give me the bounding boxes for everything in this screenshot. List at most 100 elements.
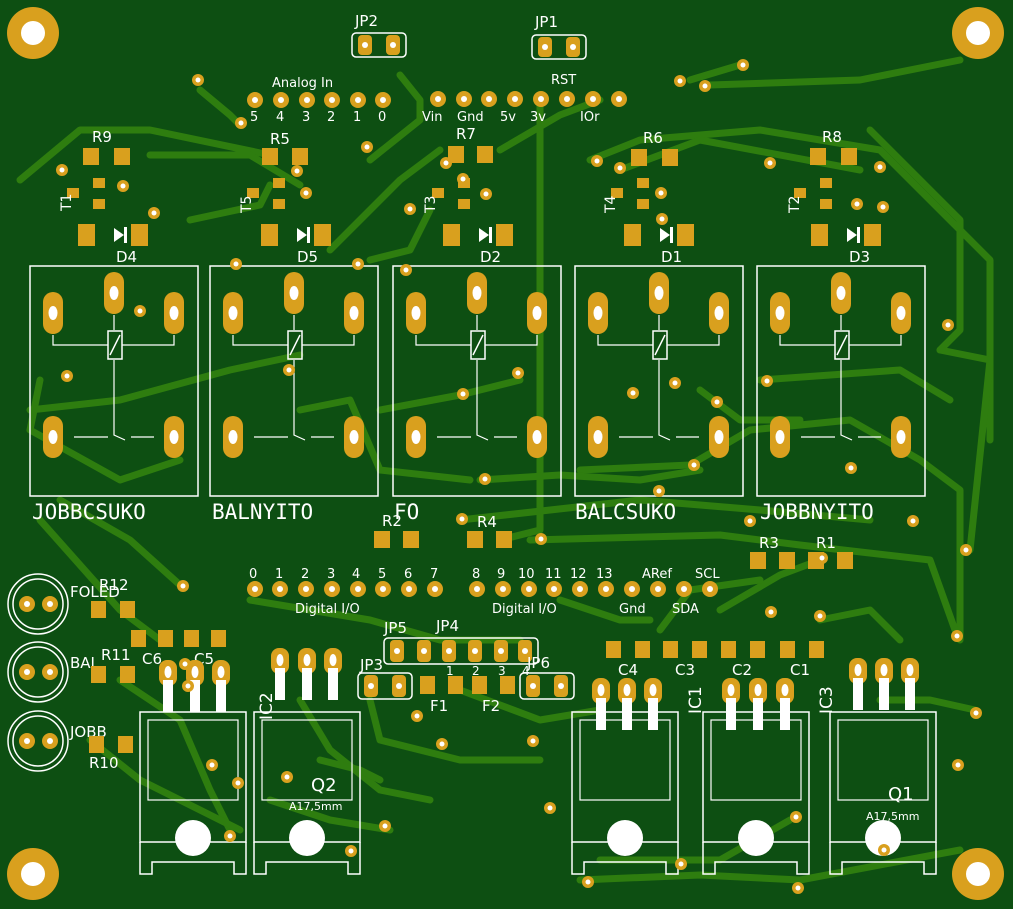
analog-pin-label: 1 bbox=[353, 110, 361, 125]
t2-label: T2 bbox=[787, 196, 803, 214]
resistor-pads-led bbox=[89, 601, 135, 753]
digital-io-label-left: Digital I/O bbox=[295, 602, 360, 617]
t4-label: T4 bbox=[603, 195, 619, 214]
jp5-jp4-header: JP5 JP4 1 2 3 4 bbox=[383, 617, 539, 678]
digital-io-header: 0 1 2 3 4 5 6 7 8 9 10 11 12 13 ARef SCL… bbox=[247, 567, 720, 617]
digital-pin-label: 3 bbox=[327, 567, 335, 582]
gnd-label: Gnd bbox=[619, 602, 646, 617]
jp6-header: JP6 bbox=[519, 654, 575, 700]
jp4-pin-label: 4 bbox=[522, 664, 530, 678]
analog-pin-label: 3 bbox=[302, 110, 310, 125]
c4-label: C4 bbox=[618, 661, 638, 679]
r1-label: R1 bbox=[816, 534, 836, 552]
digital-pin-label: ARef bbox=[642, 567, 672, 582]
digital-pin-label: 0 bbox=[249, 567, 257, 582]
t1-label: T1 bbox=[59, 194, 75, 212]
digital-pin-label: 10 bbox=[518, 567, 535, 582]
heatsink-hole bbox=[175, 820, 211, 856]
ic2-label: IC2 bbox=[257, 692, 277, 720]
analog-pin-label: 4 bbox=[276, 110, 284, 125]
resistor-pads-top bbox=[83, 146, 857, 166]
digital-io-label-right: Digital I/O bbox=[492, 602, 557, 617]
q2-heatsink-label: A17,5mm bbox=[289, 800, 342, 813]
leds: FOLED BAL JOBB bbox=[7, 573, 120, 772]
r9-label: R9 bbox=[92, 128, 112, 146]
relay-label-balnyito: BALNYITO bbox=[212, 500, 313, 524]
relay-1 bbox=[29, 265, 199, 497]
r2-label: R2 bbox=[382, 512, 402, 530]
r3-label: R3 bbox=[759, 534, 779, 552]
jp6-label: JP6 bbox=[526, 654, 550, 672]
relay-5 bbox=[756, 265, 926, 497]
led-label-foled: FOLED bbox=[70, 583, 120, 601]
mounting-holes bbox=[7, 7, 1004, 900]
relay-label-jobbnyito: JOBBNYITO bbox=[760, 500, 874, 524]
traces bbox=[16, 56, 994, 884]
to220-package-5 bbox=[829, 658, 937, 875]
d4-label: D4 bbox=[116, 248, 137, 266]
capacitor-pads-right bbox=[606, 641, 824, 658]
r5-label: R5 bbox=[270, 130, 290, 148]
to220-package-1 bbox=[139, 660, 247, 875]
jp1-header: JP1 bbox=[531, 13, 587, 60]
c3-label: C3 bbox=[675, 661, 695, 679]
power-pin-label: IOr bbox=[580, 110, 600, 125]
heatsink-hole bbox=[738, 820, 774, 856]
q1-heatsink-label: A17,5mm bbox=[866, 810, 919, 823]
digital-pin-label: 9 bbox=[497, 567, 505, 582]
r6-label: R6 bbox=[643, 129, 663, 147]
diodes: D4 D5 D2 D1 D3 bbox=[78, 224, 881, 266]
digital-pin-label: 7 bbox=[430, 567, 438, 582]
d3-label: D3 bbox=[849, 248, 870, 266]
jp5-label: JP5 bbox=[383, 619, 407, 637]
analog-in-header: Analog In 5 4 3 2 1 0 bbox=[247, 76, 391, 125]
digital-pin-label: 5 bbox=[378, 567, 386, 582]
digital-pin-label: 13 bbox=[596, 567, 613, 582]
r11-label: R11 bbox=[101, 646, 131, 664]
digital-pin-label: 1 bbox=[275, 567, 283, 582]
ic3-label: IC3 bbox=[817, 686, 837, 714]
relay-label-fo: FO bbox=[394, 500, 419, 524]
to220-packages bbox=[139, 648, 937, 875]
c6-label: C6 bbox=[142, 650, 162, 668]
relay-4 bbox=[574, 265, 744, 497]
t5-label: T5 bbox=[239, 196, 255, 214]
r4-label: R4 bbox=[477, 513, 497, 531]
jp3-header: JP3 bbox=[357, 656, 413, 700]
d1-label: D1 bbox=[661, 248, 682, 266]
power-pin-label: 5v bbox=[500, 110, 516, 125]
r7-label: R7 bbox=[456, 125, 476, 143]
capacitor-pads-left bbox=[131, 630, 226, 647]
jp2-header: JP2 bbox=[351, 12, 407, 58]
digital-pin-label: 4 bbox=[352, 567, 360, 582]
to220-package-3 bbox=[571, 678, 679, 875]
to220-package-4 bbox=[702, 678, 810, 875]
d2-label: D2 bbox=[480, 248, 501, 266]
relay-label-jobbcsuko: JOBBCSUKO bbox=[32, 500, 146, 524]
q1-label: Q1 bbox=[888, 784, 914, 805]
jp4-pin-label: 1 bbox=[446, 664, 454, 678]
relay-3 bbox=[392, 265, 562, 497]
rst-label: RST bbox=[551, 73, 576, 88]
analog-pin-label: 5 bbox=[250, 110, 258, 125]
analog-pin-label: 0 bbox=[378, 110, 386, 125]
relay-label-balcsuko: BALCSUKO bbox=[575, 500, 676, 524]
ic1-label: IC1 bbox=[686, 686, 706, 714]
f2-label: F2 bbox=[482, 697, 500, 715]
analog-pin-label: 2 bbox=[327, 110, 335, 125]
power-pin-label: Gnd bbox=[457, 110, 484, 125]
jp4-pin-label: 3 bbox=[498, 664, 506, 678]
f1-label: F1 bbox=[430, 697, 448, 715]
digital-pin-label: SCL bbox=[695, 567, 720, 582]
digital-pin-label: 12 bbox=[570, 567, 587, 582]
r10-label: R10 bbox=[89, 754, 119, 772]
heatsink-hole bbox=[607, 820, 643, 856]
to220-package-2 bbox=[253, 648, 361, 875]
c2-label: C2 bbox=[732, 661, 752, 679]
fuses: F1 F2 bbox=[420, 676, 515, 715]
power-pin-label: 3v bbox=[530, 110, 546, 125]
digital-pin-label: 11 bbox=[545, 567, 562, 582]
